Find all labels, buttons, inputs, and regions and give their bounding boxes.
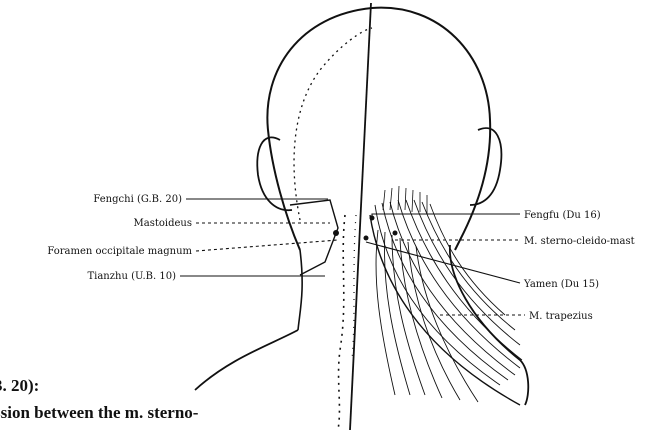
leader-lines-left xyxy=(180,199,338,276)
label-foramen: Foramen occipitale magnum xyxy=(47,246,192,257)
label-mastoideus: Mastoideus xyxy=(134,218,192,229)
body-text-line1: 3. 20): xyxy=(0,376,39,395)
label-fengfu: Fengfu (Du 16) xyxy=(524,210,601,221)
label-tianzhu: Tianzhu (U.B. 10) xyxy=(87,271,176,282)
label-yamen: Yamen (Du 15) xyxy=(523,279,599,290)
label-trapezius: M. trapezius xyxy=(529,311,593,322)
label-sterno: M. sterno-cleido-mast xyxy=(524,236,635,247)
midline xyxy=(350,3,371,430)
mastoid-block xyxy=(290,200,338,275)
spine-dotted xyxy=(338,215,345,430)
left-shoulder xyxy=(195,330,298,390)
point-yamen-dot xyxy=(364,236,369,241)
skull-dotted xyxy=(294,28,372,220)
occiput-hatching xyxy=(383,186,427,214)
point-tianzhu-dot xyxy=(333,230,339,236)
point-fengchi-right-dot xyxy=(393,231,398,236)
label-fengchi: Fengchi (G.B. 20) xyxy=(93,194,182,205)
neck-left xyxy=(298,250,302,330)
neck-right xyxy=(450,245,528,405)
muscle-strands xyxy=(375,200,522,402)
body-text-line2: ssion between the m. sterno- xyxy=(0,403,199,422)
